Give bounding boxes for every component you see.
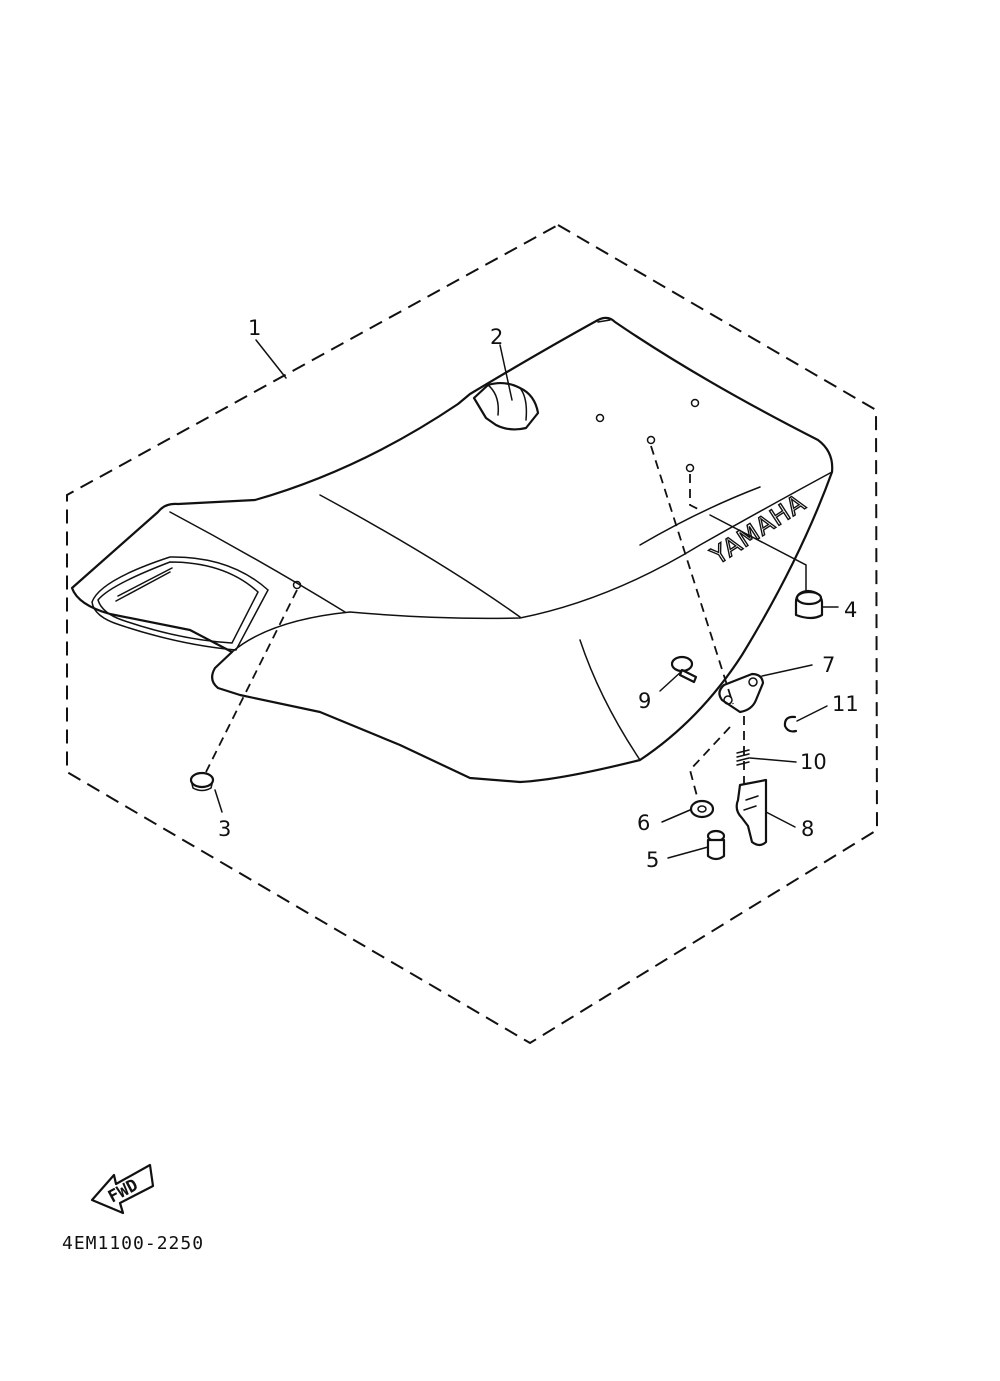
part-8-lock-hook <box>735 778 768 847</box>
part-6-washer <box>689 799 715 819</box>
assembly-line-6 <box>689 726 731 801</box>
part-5-screw <box>706 829 726 861</box>
part-3-grommet <box>189 771 215 792</box>
callout-9: 9 <box>638 689 651 713</box>
part-7-bracket <box>718 672 765 714</box>
callout-10: 10 <box>800 750 827 774</box>
callout-11: 11 <box>832 692 859 716</box>
callout-6: 6 <box>637 811 650 835</box>
assembly-line-3 <box>205 589 298 773</box>
part-2-handle <box>472 381 540 431</box>
part-4-damper <box>794 589 824 620</box>
leader-lines <box>214 339 839 859</box>
assembly-line-7 <box>650 445 734 705</box>
part-11-clip <box>783 715 798 733</box>
part-10-spring <box>736 749 750 766</box>
callout-7: 7 <box>822 653 835 677</box>
callout-4: 4 <box>844 598 857 622</box>
assembly-line-4 <box>689 474 701 511</box>
callout-1: 1 <box>248 316 261 340</box>
forward-arrow-icon: FWD <box>90 1163 155 1215</box>
document-code: 4EM1100-2250 <box>62 1233 205 1254</box>
callout-8: 8 <box>801 817 814 841</box>
assembly-boundary <box>66 223 879 1045</box>
callout-2: 2 <box>490 325 503 349</box>
part-9-bolt <box>670 655 698 684</box>
callout-5: 5 <box>646 848 659 872</box>
callout-3: 3 <box>218 817 231 841</box>
seat <box>70 316 834 784</box>
